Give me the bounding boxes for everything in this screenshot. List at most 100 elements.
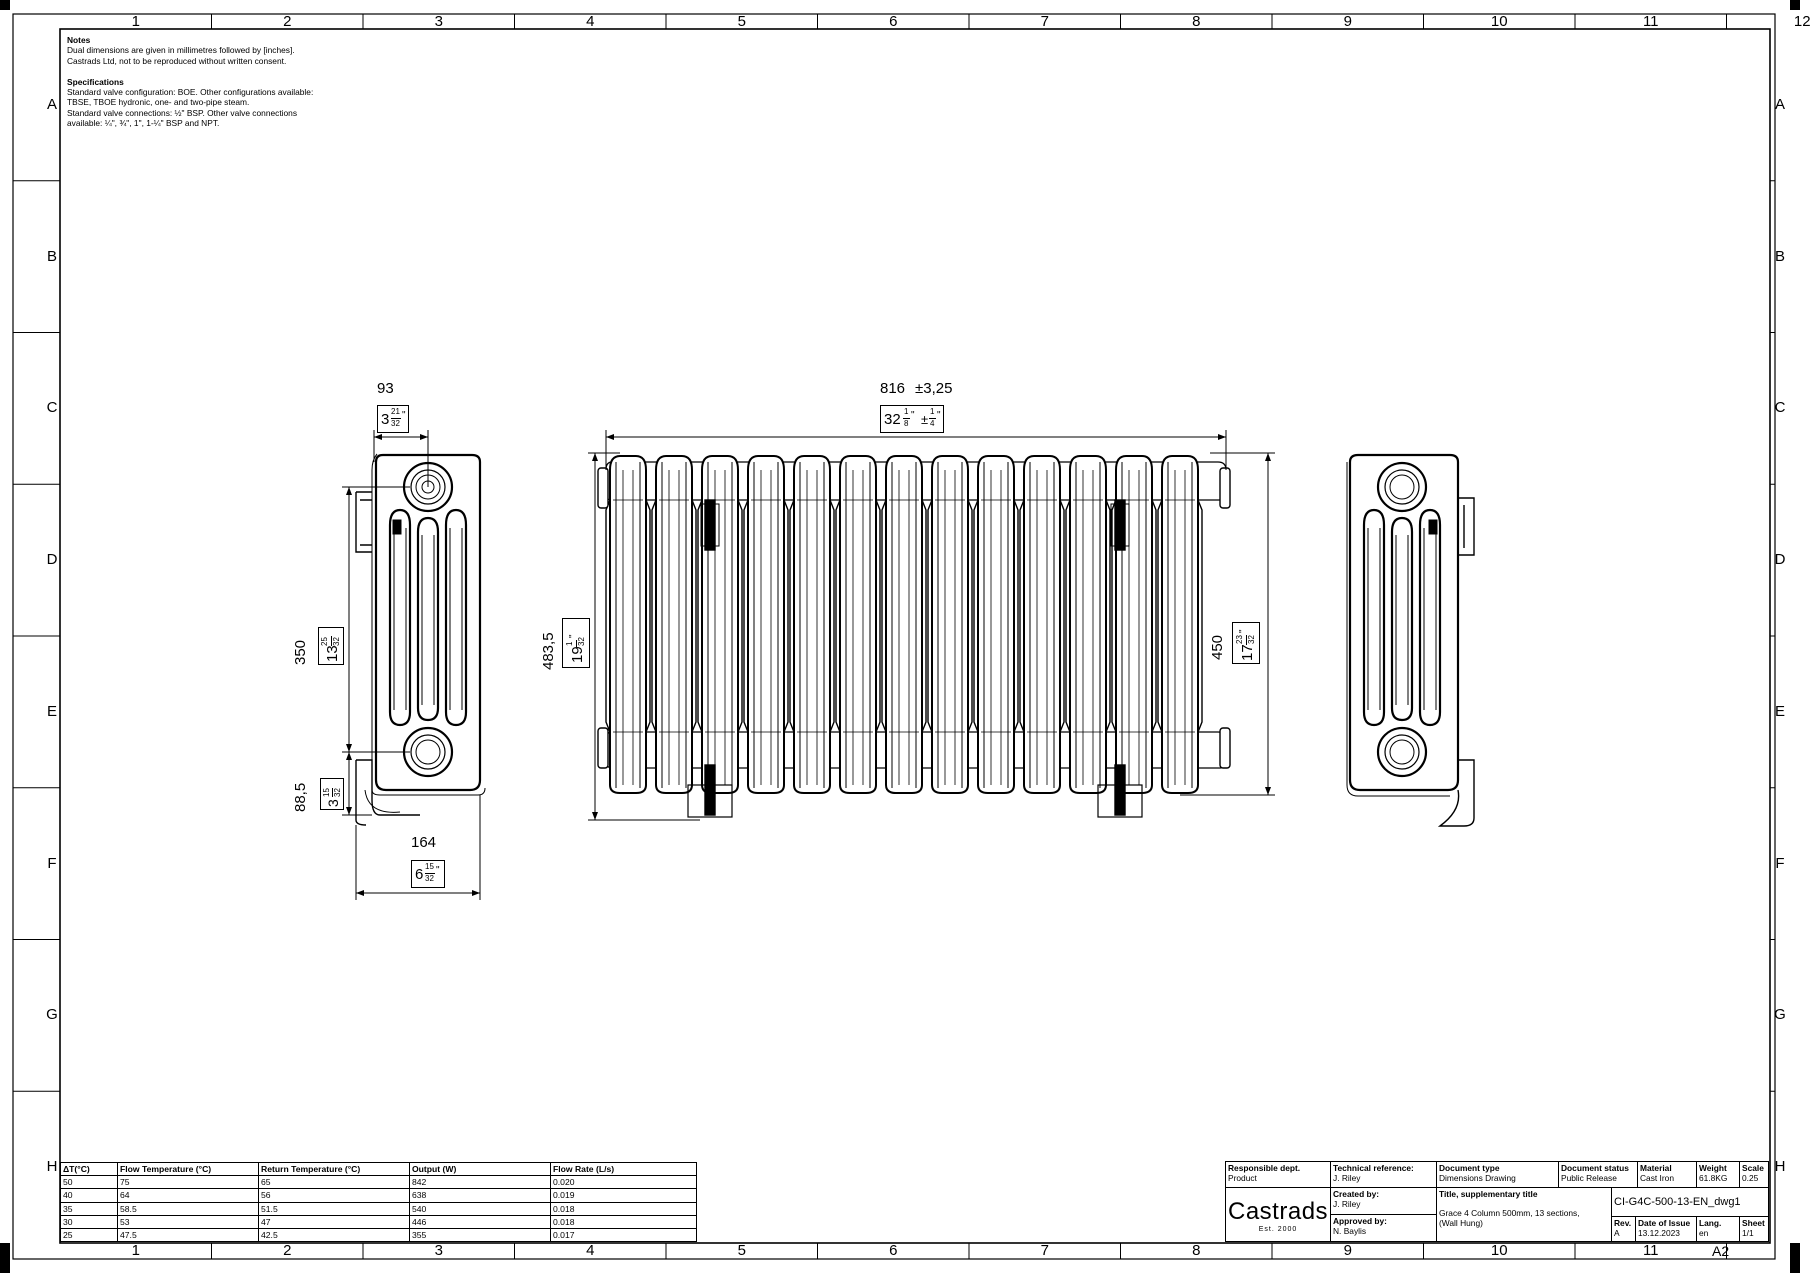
technical-reference-cell: Technical reference: J. Riley (1330, 1161, 1437, 1188)
table-cell: 0.018 (550, 1214, 697, 1229)
front-view (597, 455, 1231, 818)
side-view-left (355, 453, 486, 826)
notes-line: Dual dimensions are given in millimetres… (67, 45, 295, 56)
zone-column-label: 4 (586, 1242, 595, 1259)
side-bottom-mm: 88,5 (292, 782, 309, 812)
side-view-right (1346, 453, 1475, 827)
notes-heading: Notes (67, 35, 91, 45)
zone-column-label: 7 (1040, 1242, 1049, 1259)
zone-column-label: 9 (1343, 1242, 1352, 1259)
table-cell: 42.5 (258, 1227, 410, 1243)
column-header: ΔT(°C) (60, 1161, 118, 1177)
front-section-height-mm: 450 (1209, 634, 1226, 660)
zone-grid-ticks (13, 14, 1775, 1259)
sheet-value: 1/1 (1742, 1228, 1754, 1238)
document-type-cell: Document type Dimensions Drawing (1436, 1161, 1559, 1188)
zone-column-label: 11 (1642, 13, 1659, 30)
heat-output-table: ΔT(°C) Flow Temperature (°C) Return Temp… (60, 1161, 697, 1243)
table-cell: 25 (60, 1227, 118, 1243)
table-cell: 50 (60, 1175, 118, 1190)
side-centres-mm: 350 (292, 639, 309, 665)
table-cell: 446 (409, 1214, 551, 1229)
column-header: Output (W) (409, 1161, 551, 1177)
document-type-value: Dimensions Drawing (1439, 1173, 1516, 1183)
spec-line: Standard valve connections: ½" BSP. Othe… (67, 107, 298, 118)
table-cell: 0.017 (550, 1227, 697, 1243)
table-cell: 58.5 (117, 1201, 259, 1216)
zone-column-label: 10 (1490, 13, 1508, 30)
zone-row-label: C (1774, 399, 1786, 417)
spec-line: TBSE, TBOE hydronic, one- and two-pipe s… (67, 97, 250, 108)
castrads-logo: Castrads (1228, 1198, 1329, 1225)
approved-by-value: N. Baylis (1333, 1226, 1367, 1236)
front-view-arrowheads (592, 434, 1271, 820)
zone-column-label: 3 (434, 1242, 443, 1259)
table-cell: 842 (409, 1175, 551, 1190)
zone-column-label: 5 (737, 13, 746, 30)
column-header: Flow Rate (L/s) (550, 1161, 697, 1177)
material-value: Cast Iron (1640, 1173, 1674, 1183)
created-by-value: J. Riley (1333, 1199, 1361, 1209)
column-header: Return Temperature (°C) (258, 1161, 410, 1177)
title-block: Responsible dept. Product Technical refe… (1225, 1161, 1769, 1242)
sheet-size: A2 (1712, 1243, 1730, 1259)
zone-row-label: A (1774, 95, 1785, 113)
table-cell: 47.5 (117, 1227, 259, 1243)
side-view-dimension-lines (342, 430, 481, 900)
table-cell: 64 (117, 1188, 259, 1203)
table-cell: 0.020 (550, 1175, 697, 1190)
spec-line: Standard valve configuration: BOE. Other… (67, 87, 314, 98)
zone-row-label: E (1774, 702, 1785, 720)
front-width-tolerance-mm: ±3,25 (915, 380, 953, 397)
table-cell: 47 (258, 1214, 410, 1229)
side-top-width-mm: 93 (377, 380, 394, 397)
drawing-title-line: (Wall Hung) (1439, 1218, 1483, 1228)
notes-block: Notes Dual dimensions are given in milli… (67, 35, 367, 129)
side-depth-inches: 6 15 32 " (411, 860, 445, 888)
zone-column-label: 11 (1642, 1242, 1659, 1259)
zone-row-label: H (46, 1158, 58, 1176)
table-cell: 65 (258, 1175, 410, 1190)
table-cell: 355 (409, 1227, 551, 1243)
zone-column-label: 1 (131, 1242, 140, 1259)
table-cell: 35 (60, 1201, 118, 1216)
notes-line: Castrads Ltd, not to be reproduced witho… (67, 55, 287, 66)
side-bottom-inches: 3 15 32 (320, 778, 344, 810)
logo-established: Est. 2000 (1258, 1226, 1298, 1233)
front-overall-height-inches: 19 1 32 " (562, 618, 590, 668)
table-cell: 56 (258, 1188, 410, 1203)
zone-row-label: F (1775, 854, 1785, 872)
side-centres-inches: 13 25 32 (318, 627, 344, 665)
zone-column-label: 6 (889, 13, 898, 30)
zone-column-label: 12 (1793, 13, 1811, 30)
date-of-issue-cell: Date of Issue 13.12.2023 (1635, 1216, 1697, 1242)
title-cell: Title, supplementary title Grace 4 Colum… (1436, 1187, 1612, 1242)
front-view-dimension-lines (588, 430, 1275, 821)
specifications-heading: Specifications (67, 76, 124, 87)
logo-cell: Castrads Est. 2000 (1225, 1187, 1331, 1242)
drawing-number: CI-G4C-500-13-EN_dwg1 (1614, 1196, 1741, 1208)
zone-row-label: F (47, 854, 57, 872)
table-cell: 40 (60, 1188, 118, 1203)
front-section-height-inches: 17 23 32 " (1232, 622, 1260, 664)
revision-value: A (1614, 1228, 1620, 1238)
table-cell: 638 (409, 1188, 551, 1203)
zone-column-label: 7 (1040, 13, 1049, 30)
zone-row-label: B (46, 247, 57, 265)
column-header: Flow Temperature (°C) (117, 1161, 259, 1177)
table-cell: 30 (60, 1214, 118, 1229)
document-status-value: Public Release (1561, 1173, 1617, 1183)
drawing-number-cell: CI-G4C-500-13-EN_dwg1 (1611, 1187, 1769, 1217)
table-cell: 53 (117, 1214, 259, 1229)
drawing-title-line: Grace 4 Column 500mm, 13 sections, (1439, 1208, 1580, 1218)
zone-column-label: 5 (737, 1242, 746, 1259)
zone-row-label: A (46, 95, 57, 113)
language-value: en (1699, 1228, 1709, 1238)
